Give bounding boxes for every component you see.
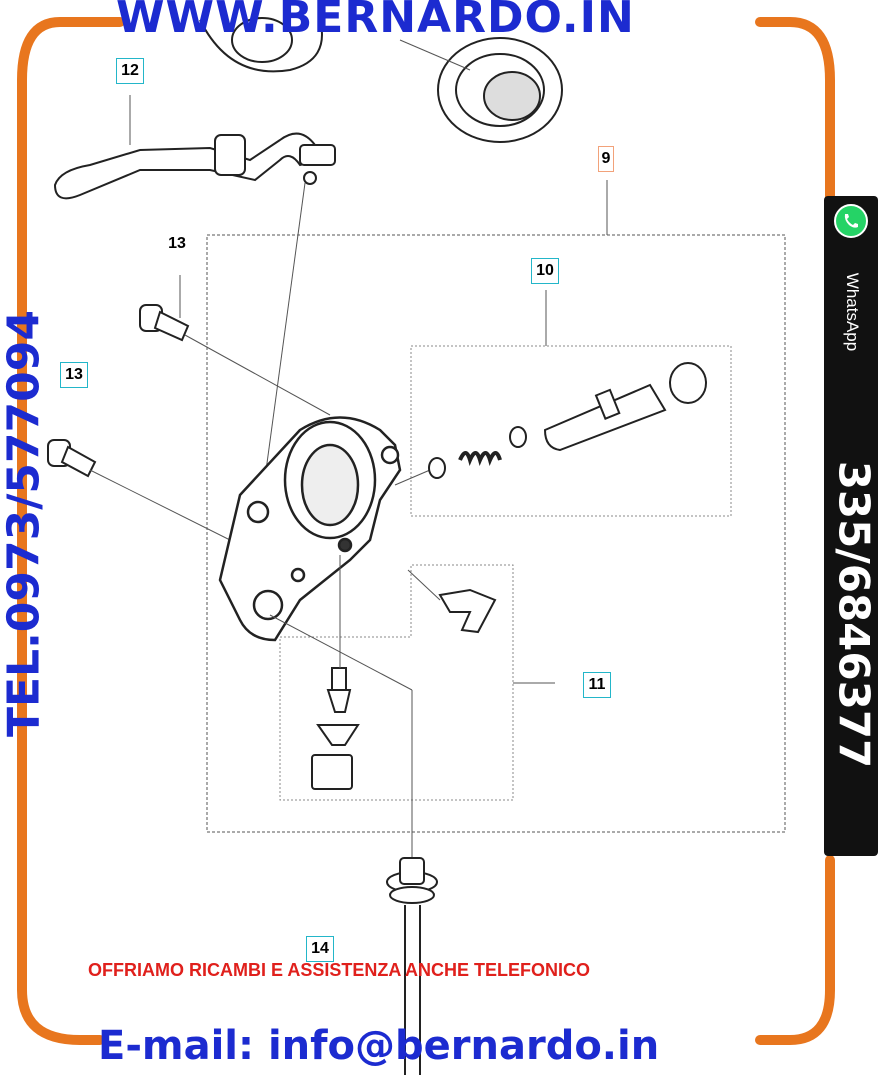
callout-9: 9 <box>598 146 614 172</box>
hose-part-12 <box>53 132 336 200</box>
oil-pump-body <box>218 416 402 642</box>
email-banner: E-mail: info@bernardo.in <box>98 1023 660 1069</box>
whatsapp-icon <box>834 204 868 238</box>
callout-13a: 13 <box>168 235 186 252</box>
callout-10: 10 <box>531 258 559 284</box>
callout-12: 12 <box>116 58 144 84</box>
orange-frame <box>17 17 835 1045</box>
callout-11: 11 <box>583 672 611 698</box>
assembly-box-11 <box>279 564 514 801</box>
whatsapp-number: 335/6846377 <box>829 460 879 769</box>
oil-hose-part-14 <box>386 857 438 1075</box>
website-banner: WWW.BERNARDO.IN <box>116 0 635 43</box>
check-valve-11 <box>311 588 497 790</box>
phone-banner: TEL.0973/577094 <box>0 309 50 738</box>
top-gear-part <box>199 17 563 143</box>
whatsapp-panel <box>824 196 878 856</box>
offer-text: OFFRIAMO RICAMBI E ASSISTENZA ANCHE TELE… <box>88 960 590 980</box>
callout-14: 14 <box>306 936 334 962</box>
bolt-part-13b <box>47 439 97 478</box>
bolt-part-13a <box>139 304 190 342</box>
assembly-box-10 <box>410 345 732 517</box>
callout-13b: 13 <box>60 362 88 388</box>
valve-parts-10 <box>428 362 707 479</box>
assembly-box-9 <box>206 234 786 833</box>
